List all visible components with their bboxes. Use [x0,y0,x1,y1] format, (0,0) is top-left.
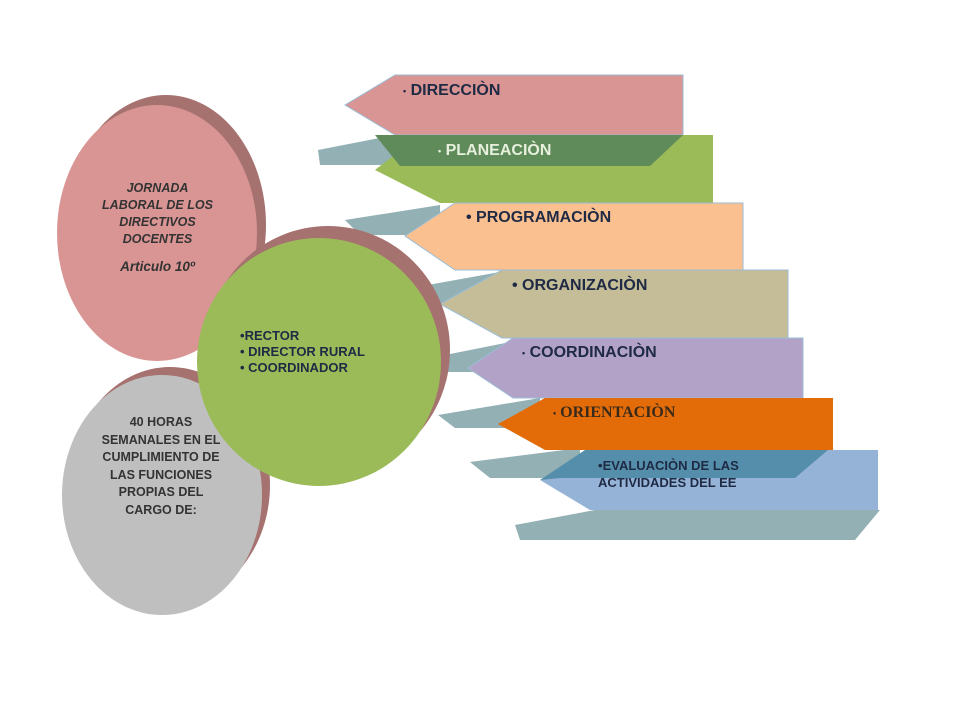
top-oval-text: JORNADA LABORAL DE LOS DIRECTIVOS DOCENT… [95,180,220,275]
ribbon-evaluacion-dark [540,450,828,480]
ribbon-label-programacion: • PROGRAMACIÒN [466,209,612,226]
center-item-director-rural: • DIRECTOR RURAL [240,344,365,359]
bottom-oval [62,375,262,615]
top-oval-subtitle: Articulo 10º [120,259,195,274]
ribbon-fold-2 [345,205,440,235]
ribbon-label-orientacion: • ORIENTACIÒN [553,404,676,421]
center-item-rector: •RECTOR [240,328,300,343]
ribbon-orientacion [498,398,833,450]
ribbon-label-planeacion: • PLANEACIÒN [438,142,552,159]
ribbon-planeacion-dark [375,135,683,166]
top-oval [57,105,257,361]
ribbon-label-evaluacion: •EVALUACIÒN DE LAS ACTIVIDADES DEL EE [598,458,739,490]
ribbon-fold-6 [470,448,580,478]
top-oval-title: JORNADA LABORAL DE LOS DIRECTIVOS DOCENT… [102,181,213,246]
center-item-coordinador: • COORDINADOR [240,360,348,375]
ribbon-label-coordinacion: • COORDINACIÒN [522,344,657,361]
ribbon-label-organizacion: • ORGANIZACIÒN [512,277,648,294]
center-circle-list: •RECTOR • DIRECTOR RURAL • COORDINADOR [240,328,410,376]
ribbon-label-direccion: • DIRECCIÒN [403,82,501,99]
ribbon-fold-1 [318,135,395,165]
ribbon-direccion [344,74,684,136]
center-circle [197,238,441,486]
bottom-oval-text: 40 HORAS SEMANALES EN EL CUMPLIMIENTO DE… [101,415,221,517]
ribbon-fold-7 [515,510,880,540]
